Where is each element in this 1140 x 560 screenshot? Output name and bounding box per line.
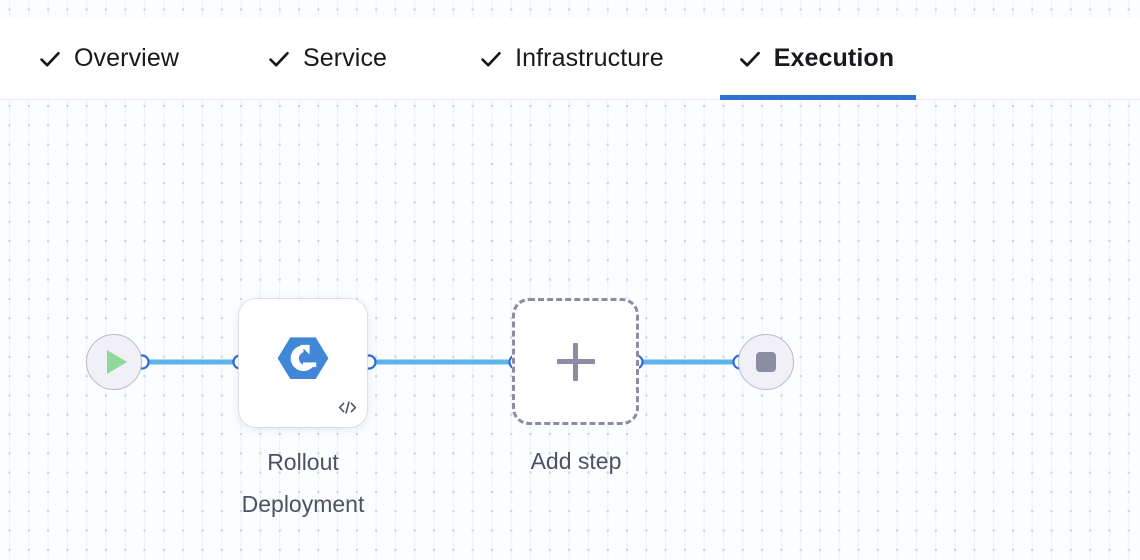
tab-infrastructure[interactable]: Infrastructure <box>479 18 664 99</box>
pipeline-end-node[interactable] <box>738 334 794 390</box>
play-icon <box>107 350 127 374</box>
check-icon <box>738 47 762 71</box>
code-icon <box>338 400 357 419</box>
stage-tab-bar: Overview Service Infrastructur <box>0 18 1140 100</box>
tab-active-underline <box>719 95 917 100</box>
tab-execution-label: Execution <box>773 44 895 72</box>
add-step-node[interactable] <box>512 298 639 425</box>
tab-overview[interactable]: Overview <box>38 18 179 99</box>
tab-execution[interactable]: Execution <box>719 18 917 100</box>
check-icon <box>38 47 62 71</box>
execution-flow-graph: Rollout Deployment Add step <box>0 100 1140 560</box>
rollout-deployment-icon <box>276 332 330 389</box>
tab-overview-label: Overview <box>74 44 179 72</box>
pipeline-start-node[interactable] <box>86 334 142 390</box>
add-step-node-label: Add step <box>530 448 622 474</box>
step-node-rollout-deployment[interactable] <box>239 299 367 427</box>
tab-service[interactable]: Service <box>267 18 387 99</box>
step-node-label-rollout-deployment: Rollout Deployment <box>241 449 365 517</box>
stop-icon <box>756 352 776 372</box>
check-icon <box>479 47 503 71</box>
stage-tabs: Overview Service Infrastructur <box>0 18 1140 100</box>
tab-service-label: Service <box>303 44 388 72</box>
tab-infrastructure-label: Infrastructure <box>515 44 664 72</box>
check-icon <box>267 47 291 71</box>
plus-icon <box>556 342 595 381</box>
